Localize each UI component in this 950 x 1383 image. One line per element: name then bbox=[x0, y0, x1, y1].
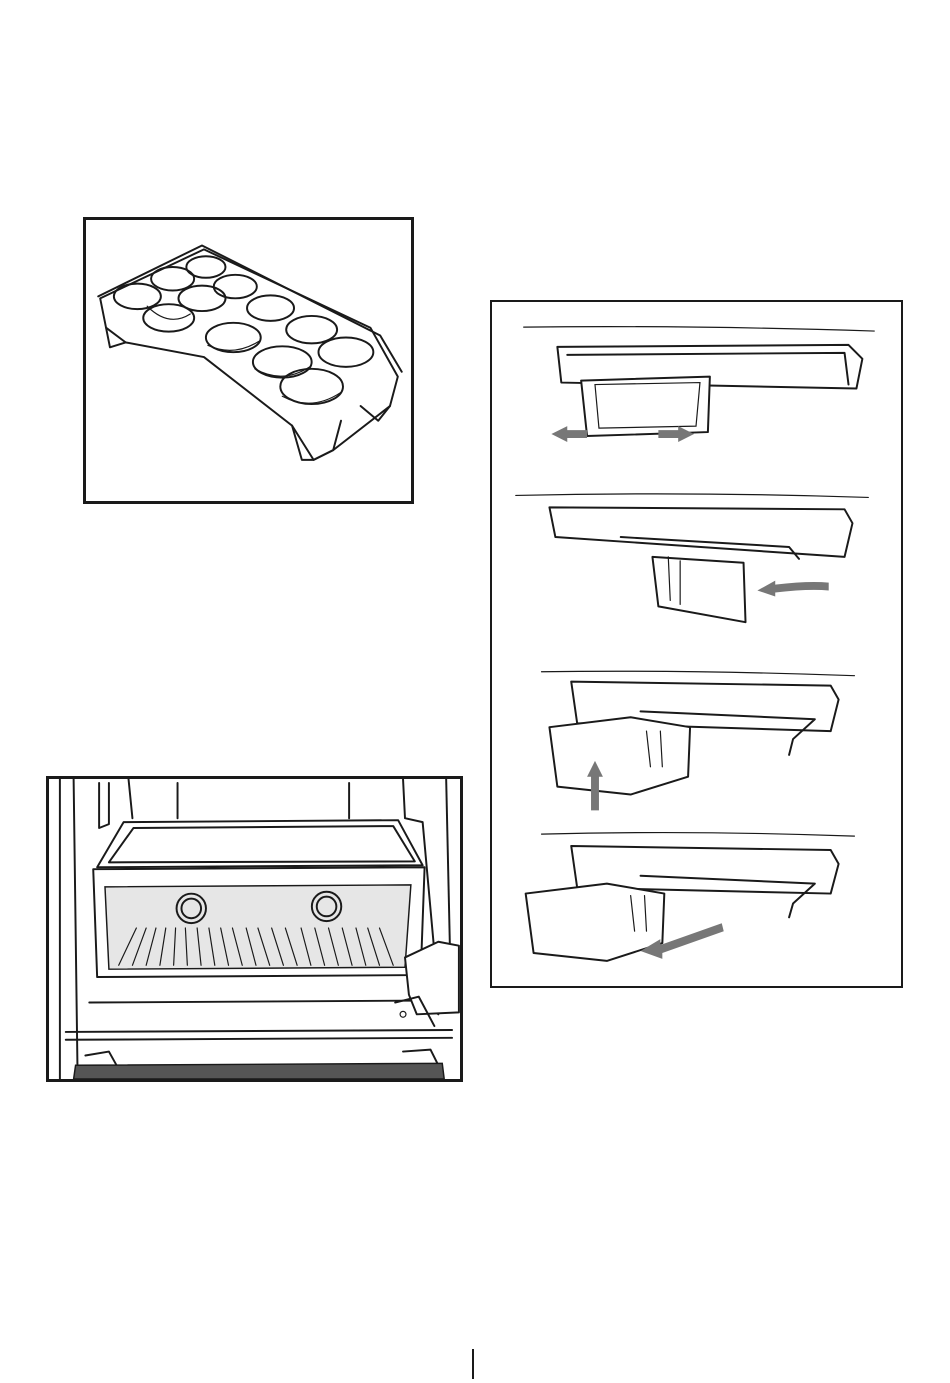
door-shelf-bin-icon bbox=[492, 302, 901, 986]
step-1-slide-bin bbox=[524, 327, 875, 442]
freezer-compartment-illustration bbox=[46, 776, 463, 1082]
egg-tray-illustration bbox=[83, 217, 414, 504]
step-2-tilt-bin bbox=[516, 494, 869, 622]
step-4-pull-bin-out bbox=[526, 833, 855, 961]
page-divider bbox=[472, 1349, 474, 1379]
step-3-lift-bin bbox=[542, 671, 855, 810]
freezer-drawer-icon bbox=[49, 779, 460, 1079]
door-bin-removal-illustration bbox=[490, 300, 903, 988]
egg-tray-icon bbox=[86, 220, 411, 501]
